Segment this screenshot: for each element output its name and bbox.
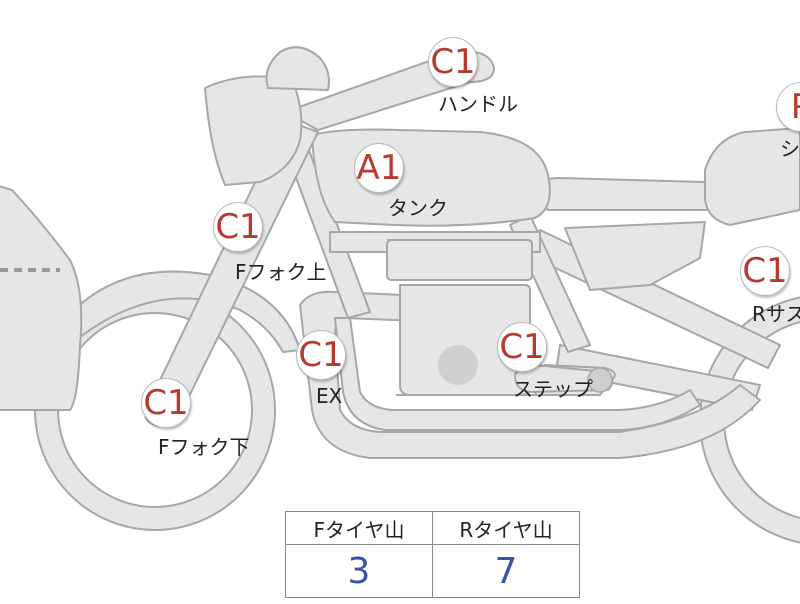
grade-text: C1 [742, 251, 788, 291]
part-label-seat: シ [780, 137, 800, 161]
grade-text: C1 [298, 335, 344, 375]
exhaust-pipe-2 [334, 317, 701, 431]
part-label-rsus: Rサス [752, 302, 800, 326]
grade-text: C1 [499, 327, 545, 367]
part-label-ffork-upper: Fフォク上 [235, 260, 327, 284]
mirror [265, 46, 330, 91]
table-header-row: Fタイヤ山 Rタイヤ山 [285, 511, 580, 545]
rear-body [564, 221, 706, 291]
grade-text: A1 [356, 148, 402, 188]
swing-arm [555, 344, 761, 411]
rear-tire-value: 7 [432, 544, 580, 598]
part-label-tank: タンク [388, 196, 448, 220]
seat [538, 177, 713, 211]
front-tire-value: 3 [285, 544, 433, 598]
grade-badge-tank: A1 [354, 143, 404, 193]
front-tire-header: Fタイヤ山 [285, 511, 433, 545]
tire-tread-table: Fタイヤ山 Rタイヤ山 3 7 [285, 511, 580, 598]
grade-text: C1 [143, 383, 189, 423]
engine-cover [438, 345, 478, 385]
grade-text: C1 [430, 42, 476, 82]
grade-badge-rsus: C1 [740, 246, 790, 296]
rear-tire-header: Rタイヤ山 [432, 511, 580, 545]
part-label-ffork-lower: Fフォク下 [158, 435, 250, 459]
front-fairing [0, 185, 83, 411]
rear-wheel [699, 296, 800, 544]
engine-head [386, 239, 533, 281]
rear-cowl [704, 127, 800, 226]
step-peg [587, 367, 613, 393]
part-label-exhaust: EX [316, 384, 343, 408]
grade-badge-ffork-lower: C1 [141, 378, 191, 428]
part-label-step: ステップ [513, 377, 593, 401]
grade-text: P [791, 90, 800, 124]
grade-text: C1 [215, 207, 261, 247]
table-value-row: 3 7 [285, 544, 580, 598]
part-label-handle: ハンドル [438, 92, 518, 116]
grade-badge-ffork-upper: C1 [213, 202, 263, 252]
grade-badge-exhaust: C1 [296, 330, 346, 380]
grade-badge-handle: C1 [428, 37, 478, 87]
headlight [204, 75, 303, 186]
grade-badge-step: C1 [497, 322, 547, 372]
